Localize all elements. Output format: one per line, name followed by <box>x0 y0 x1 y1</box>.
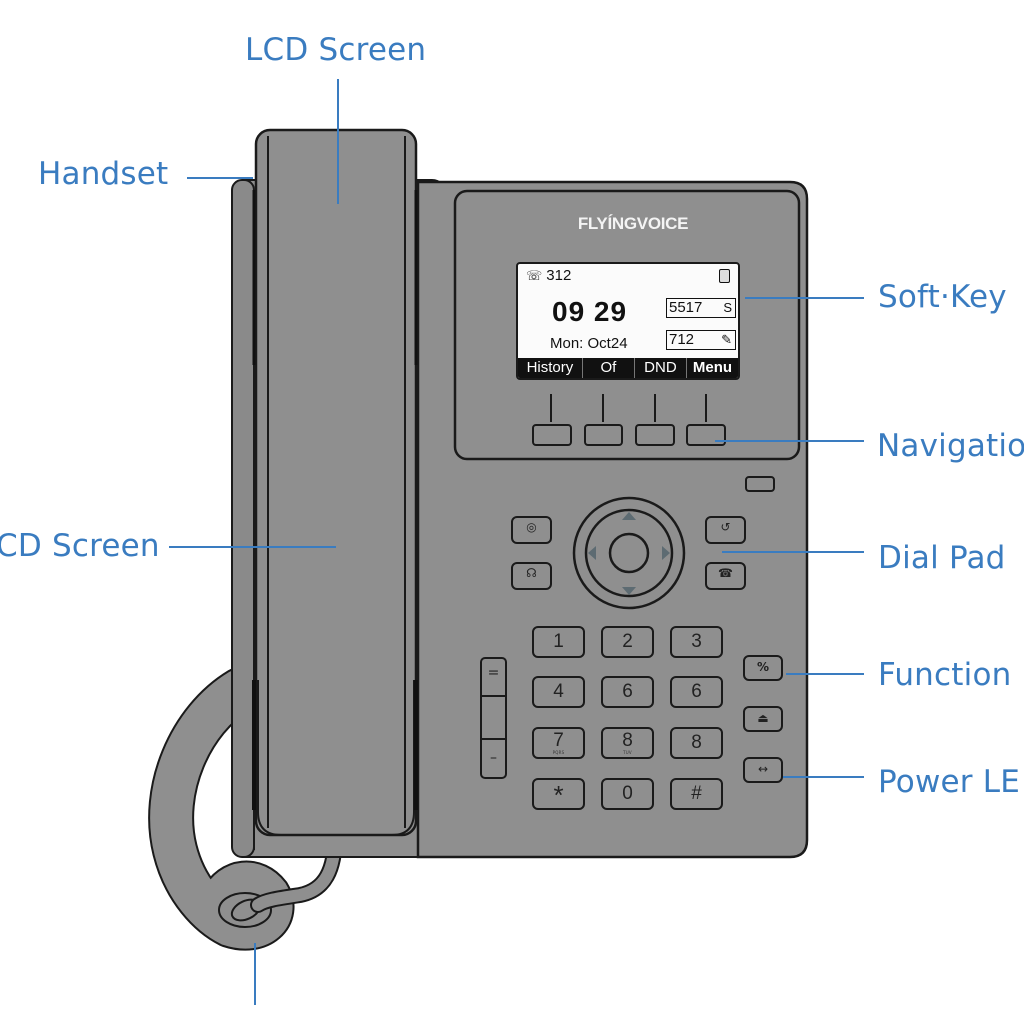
softkey-2[interactable] <box>584 424 623 446</box>
callout-navigation: Navigatio <box>877 428 1024 464</box>
dial-key-label: # <box>691 783 702 804</box>
brand-logo: FLYÍNGVOICE <box>577 214 689 233</box>
line-number: 312 <box>546 267 572 284</box>
nav-ok-button[interactable] <box>608 532 650 574</box>
dial-key[interactable] <box>532 727 585 759</box>
dial-key[interactable] <box>532 626 585 658</box>
dial-key-label: 7 <box>553 730 564 751</box>
dial-key[interactable] <box>601 676 654 708</box>
lcd-date: Mon: Oct24 <box>550 335 628 352</box>
callout-function: Function <box>878 657 1012 693</box>
softkey-label-dnd[interactable]: DND <box>635 358 687 378</box>
function-keys <box>743 655 783 783</box>
lcd-status-box: 5517 S <box>666 298 736 318</box>
callout-power-led: Power LE <box>878 764 1021 800</box>
callout-lines <box>169 79 864 1005</box>
status-box-value: 712 <box>669 331 695 348</box>
lcd-time: 09 29 <box>552 296 628 327</box>
redial-icon: ↺ <box>720 520 731 534</box>
dial-key-sublabel: TUV <box>623 750 632 755</box>
dial-key[interactable] <box>532 778 585 810</box>
handset-cord <box>148 667 343 951</box>
left-button-1[interactable] <box>511 516 552 544</box>
dial-key-label: * <box>553 780 564 810</box>
volume-down-icon: – <box>490 750 497 766</box>
dial-key-label: 2 <box>622 631 633 652</box>
nav-up-arrow-icon[interactable] <box>622 512 636 520</box>
left-button-2[interactable] <box>511 562 552 590</box>
hold-icon: ⏏ <box>757 711 769 725</box>
callout-lcd-screen-left: CD Screen <box>0 528 160 564</box>
dial-key-label: 6 <box>622 681 633 702</box>
dial-key[interactable] <box>670 727 723 759</box>
lcd-softkey-bar: History Of DND Menu <box>518 358 738 378</box>
dial-key[interactable] <box>601 626 654 658</box>
speaker-icon: ☎ <box>718 566 733 580</box>
transfer-icon: % <box>756 660 770 674</box>
dial-key-label: 4 <box>553 681 564 702</box>
conference-icon: ↔ <box>757 762 769 776</box>
dial-key[interactable] <box>670 676 723 708</box>
battery-icon <box>719 269 730 283</box>
volume-up-icon: = <box>487 665 500 681</box>
status-s-icon: S <box>723 300 732 315</box>
softkey-3[interactable] <box>635 424 675 446</box>
dial-key-label: 3 <box>691 631 702 652</box>
dial-key-label: 6 <box>691 681 702 702</box>
softkey-label-of[interactable]: Of <box>583 358 635 378</box>
callout-dial-pad: Dial Pad <box>878 540 1006 576</box>
lcd-screen: ☏312 09 29 Mon: Oct24 5517 S 712 ✎ Histo… <box>516 262 740 380</box>
callout-handset: Handset <box>38 156 169 192</box>
navigation-cluster <box>511 496 746 610</box>
right-button-2[interactable] <box>705 562 746 590</box>
power-led <box>745 476 775 492</box>
lcd-line-status: ☏312 <box>526 267 571 284</box>
softkey-label-history[interactable]: History <box>518 358 583 378</box>
nav-left-arrow-icon[interactable] <box>588 546 596 560</box>
phone-icon: ☏ <box>526 268 543 283</box>
dial-key-sublabel: PQRS <box>552 750 565 755</box>
volume-rocker[interactable] <box>480 657 507 779</box>
status-box-value: 5517 <box>669 299 703 316</box>
nav-right-arrow-icon[interactable] <box>662 546 670 560</box>
headset-icon: ☊ <box>526 566 537 580</box>
dial-key[interactable] <box>670 626 723 658</box>
message-icon: ◎ <box>526 520 537 534</box>
dial-pad <box>532 626 723 810</box>
dial-key-label: 0 <box>622 783 633 804</box>
status-edit-icon: ✎ <box>721 332 732 347</box>
softkey-label-menu[interactable]: Menu <box>692 359 733 376</box>
dial-key[interactable] <box>601 727 654 759</box>
function-key-3[interactable] <box>743 757 783 783</box>
callout-lcd-screen-top: LCD Screen <box>245 32 427 68</box>
dial-key-label: 1 <box>553 631 564 652</box>
function-key-1[interactable] <box>743 655 783 681</box>
callout-soft-key: Soft·Key <box>878 279 1007 315</box>
dial-key[interactable] <box>601 778 654 810</box>
handset[interactable] <box>252 128 418 837</box>
dial-key-label: 8 <box>691 732 702 753</box>
softkey-1[interactable] <box>532 424 572 446</box>
function-key-2[interactable] <box>743 706 783 732</box>
nav-down-arrow-icon[interactable] <box>622 587 636 595</box>
lcd-status-box: 712 ✎ <box>666 330 736 350</box>
right-button-1[interactable] <box>705 516 746 544</box>
dial-key-label: 8 <box>622 730 633 751</box>
dial-key[interactable] <box>532 676 585 708</box>
dial-key[interactable] <box>670 778 723 810</box>
